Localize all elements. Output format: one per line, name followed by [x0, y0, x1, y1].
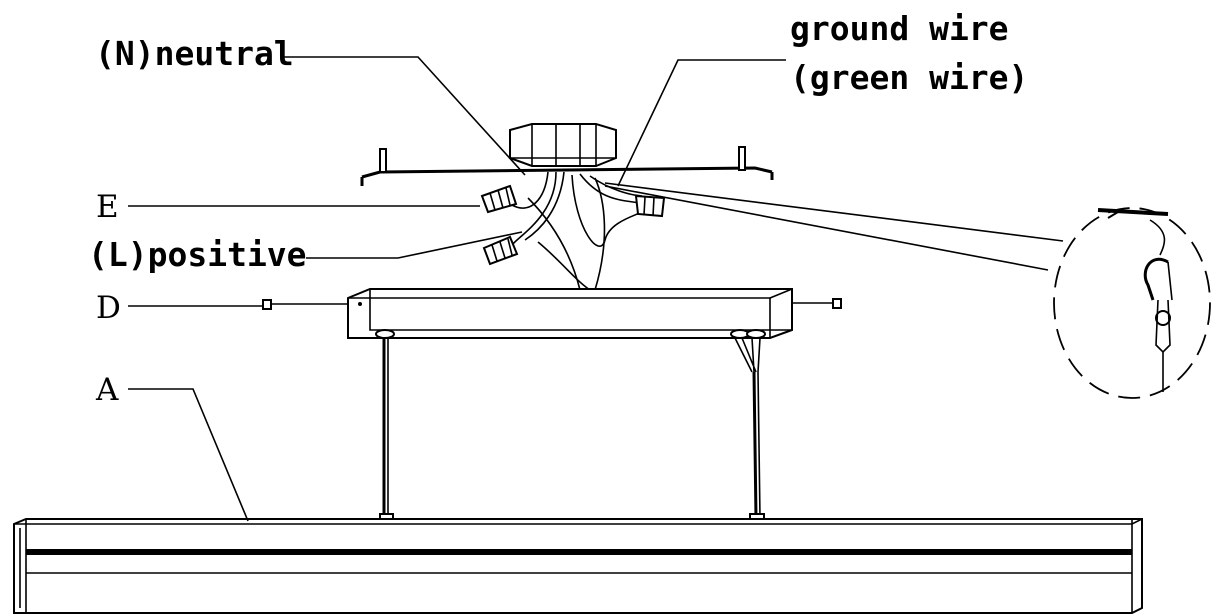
fixture-body [13, 518, 1143, 614]
hook-detail-callout [604, 182, 1211, 399]
side-screw [792, 298, 842, 309]
ground-wire-label: ground wire [790, 9, 1009, 48]
wire-nut [634, 194, 666, 218]
wire-nut [480, 184, 518, 214]
suspension-cable [375, 329, 395, 523]
green-wire-label: (green wire) [790, 58, 1028, 97]
part-label-e: E [96, 189, 119, 225]
canopy-box [347, 288, 793, 339]
canopy-nut [509, 123, 617, 167]
side-screw [262, 299, 348, 310]
neutral-wire-label: (N)neutral [95, 34, 294, 73]
suspension-cable [730, 329, 766, 523]
positive-wire-label: (L)positive [88, 235, 307, 274]
part-label-d: D [96, 290, 121, 326]
part-label-a: A [95, 372, 119, 408]
wire-nut [482, 235, 519, 266]
leader-lines [128, 56, 786, 522]
mounting-crossbar [360, 146, 774, 186]
